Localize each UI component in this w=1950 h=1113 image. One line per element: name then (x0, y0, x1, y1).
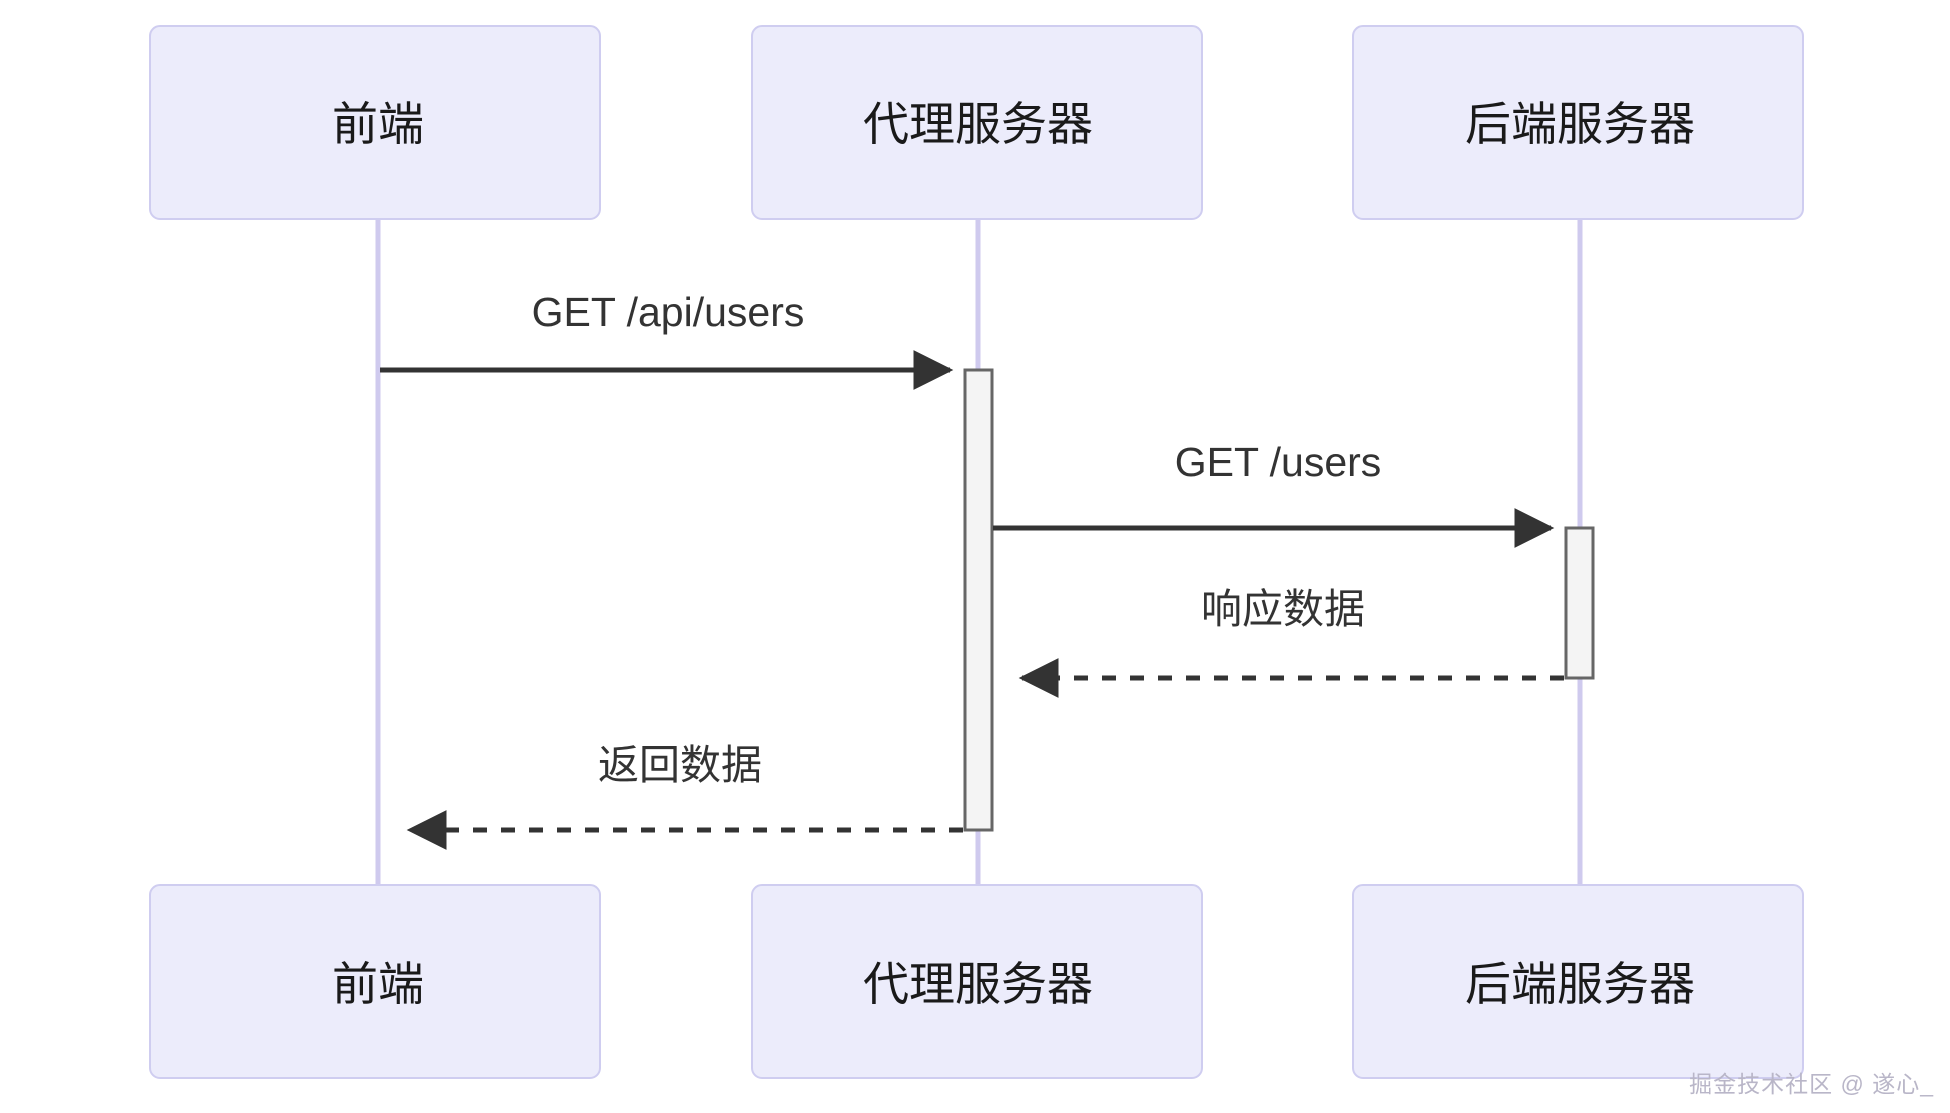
watermark: 掘金技术社区 @ 遂心_ (1689, 1071, 1934, 1097)
participant-rect (1352, 25, 1804, 220)
participant-label-proxy-top: 代理服务器 (863, 98, 1093, 150)
activation-bar-backend[interactable] (1564, 526, 1595, 680)
participant-boxes-top: 前端 代理服务器 后端服务器 (149, 25, 1804, 220)
message-3-response-data[interactable]: 响应数据 (1018, 586, 1564, 698)
participant-rect (751, 884, 1203, 1079)
participant-box-proxy-top[interactable]: 代理服务器 (751, 25, 1203, 220)
participant-label-backend-bottom: 后端服务器 (1465, 958, 1695, 1010)
message-label-4: 返回数据 (598, 742, 762, 788)
message-2-get-users[interactable]: GET /users (993, 439, 1555, 548)
participant-label-backend-top: 后端服务器 (1465, 98, 1695, 150)
participant-box-backend-bottom[interactable]: 后端服务器 (1352, 884, 1804, 1079)
participant-box-proxy-bottom[interactable]: 代理服务器 (751, 884, 1203, 1079)
participant-rect (1352, 884, 1804, 1079)
participant-rect (149, 884, 601, 1079)
participant-rect (149, 25, 601, 220)
activation-bar-proxy[interactable] (963, 368, 994, 832)
message-label-3: 响应数据 (1201, 586, 1365, 632)
participant-box-frontend-top[interactable]: 前端 (149, 25, 601, 220)
participant-box-backend-top[interactable]: 后端服务器 (1352, 25, 1804, 220)
participant-label-frontend-top: 前端 (332, 98, 424, 150)
participant-box-frontend-bottom[interactable]: 前端 (149, 884, 601, 1079)
participant-rect (751, 25, 1203, 220)
participant-label-frontend-bottom: 前端 (332, 958, 424, 1010)
message-1-get-api-users[interactable]: GET /api/users (380, 289, 954, 390)
activation-bars-group (963, 368, 1595, 832)
message-4-return-data[interactable]: 返回数据 (406, 742, 963, 850)
participant-boxes-bottom: 前端 代理服务器 后端服务器 (149, 884, 1804, 1079)
message-label-2: GET /users (1175, 439, 1382, 485)
message-label-1: GET /api/users (532, 289, 805, 335)
participant-label-proxy-bottom: 代理服务器 (863, 958, 1093, 1010)
